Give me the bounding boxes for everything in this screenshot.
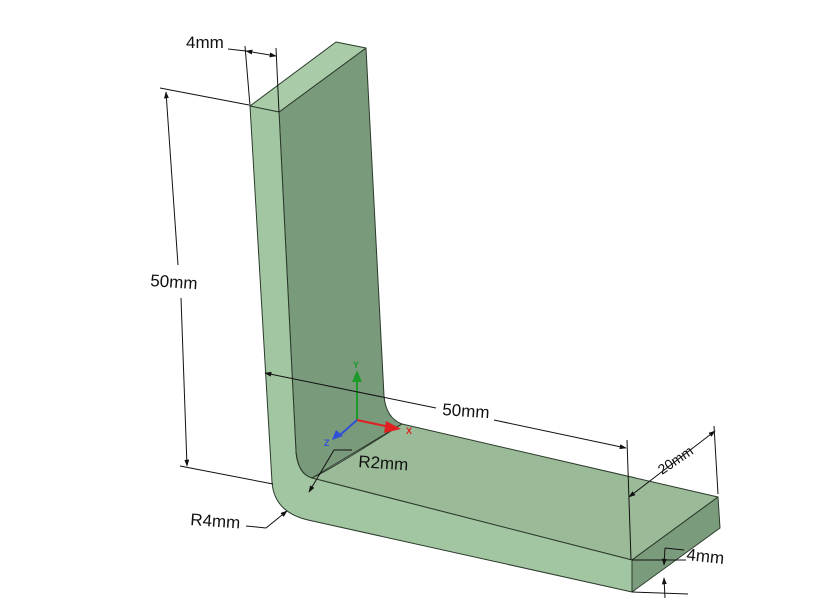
x-axis-line: [356, 419, 391, 428]
x-axis-arrowhead: [384, 421, 401, 433]
bottom-thickness-label: 4mm: [686, 545, 726, 568]
dimension-outer-radius: R4mm: [190, 510, 288, 532]
width-label: 20mm: [655, 442, 696, 477]
vertical-inner-face: [278, 47, 403, 479]
dimension-inner-radius: R2mm: [308, 449, 409, 493]
length-label: 50mm: [442, 400, 490, 422]
outer-radius-label: R4mm: [190, 510, 241, 532]
dimension-height: 50mm: [150, 87, 274, 485]
y-axis-arrowhead: [352, 370, 362, 382]
bottom-end-face: [631, 496, 721, 593]
z-axis-label: Z: [324, 438, 330, 448]
inner-fillet-edge: [295, 451, 313, 479]
dimension-top-thickness: 4mm: [186, 33, 280, 113]
z-axis-arrowhead: [332, 430, 343, 440]
dimension-bottom-thickness: 4mm: [631, 545, 726, 599]
dimension-length: 50mm: [264, 371, 632, 561]
z-axis-line: [339, 419, 358, 436]
l-bracket-solid: [249, 41, 721, 593]
x-axis-label: X: [406, 426, 412, 436]
y-axis-label: Y: [353, 360, 359, 370]
height-label: 50mm: [150, 271, 198, 293]
top-thickness-label: 4mm: [186, 33, 224, 52]
inner-radius-label: R2mm: [358, 452, 409, 474]
axis-triad: Y X Z: [324, 360, 412, 448]
